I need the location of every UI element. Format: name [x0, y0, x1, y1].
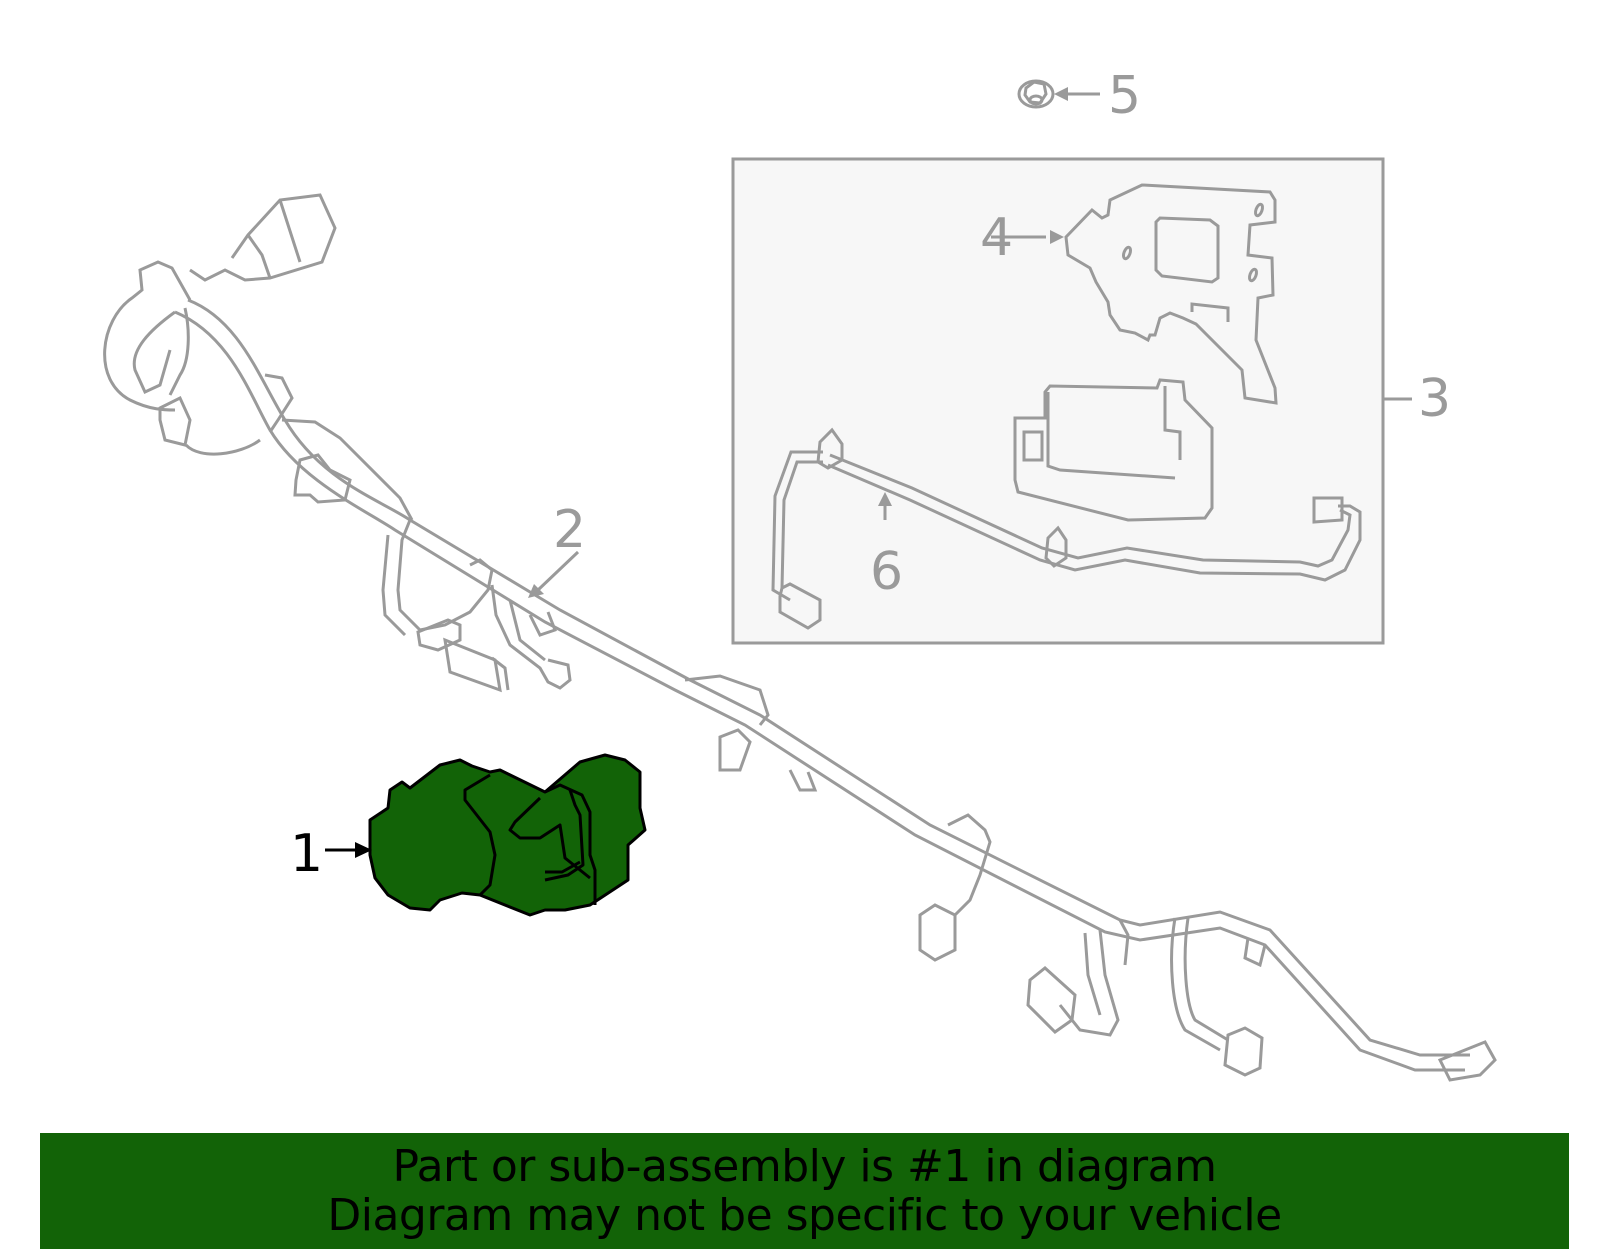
info-banner: Part or sub-assembly is #1 in diagram Di… — [40, 1133, 1569, 1249]
callout-3: 3 — [1418, 369, 1452, 429]
callout-2: 2 — [553, 500, 587, 560]
callout-6: 6 — [870, 542, 904, 602]
callout-1: 1 — [290, 824, 324, 884]
part-1-sensor[interactable] — [325, 753, 647, 917]
parts-diagram — [103, 79, 1497, 1082]
assembly-3-box — [731, 157, 1385, 645]
banner-line-part: Part or sub-assembly is #1 in diagram — [392, 1141, 1217, 1192]
part-3-module[interactable] — [1013, 378, 1214, 522]
callout-5: 5 — [1108, 66, 1142, 126]
part-4-bracket[interactable] — [991, 183, 1278, 405]
part-6-wire[interactable] — [771, 427, 1362, 630]
callout-4: 4 — [980, 208, 1014, 268]
part-5-nut[interactable] — [1017, 79, 1100, 109]
banner-line-disclaimer: Diagram may not be specific to your vehi… — [327, 1190, 1282, 1241]
part-2-harness[interactable] — [103, 193, 1497, 1082]
